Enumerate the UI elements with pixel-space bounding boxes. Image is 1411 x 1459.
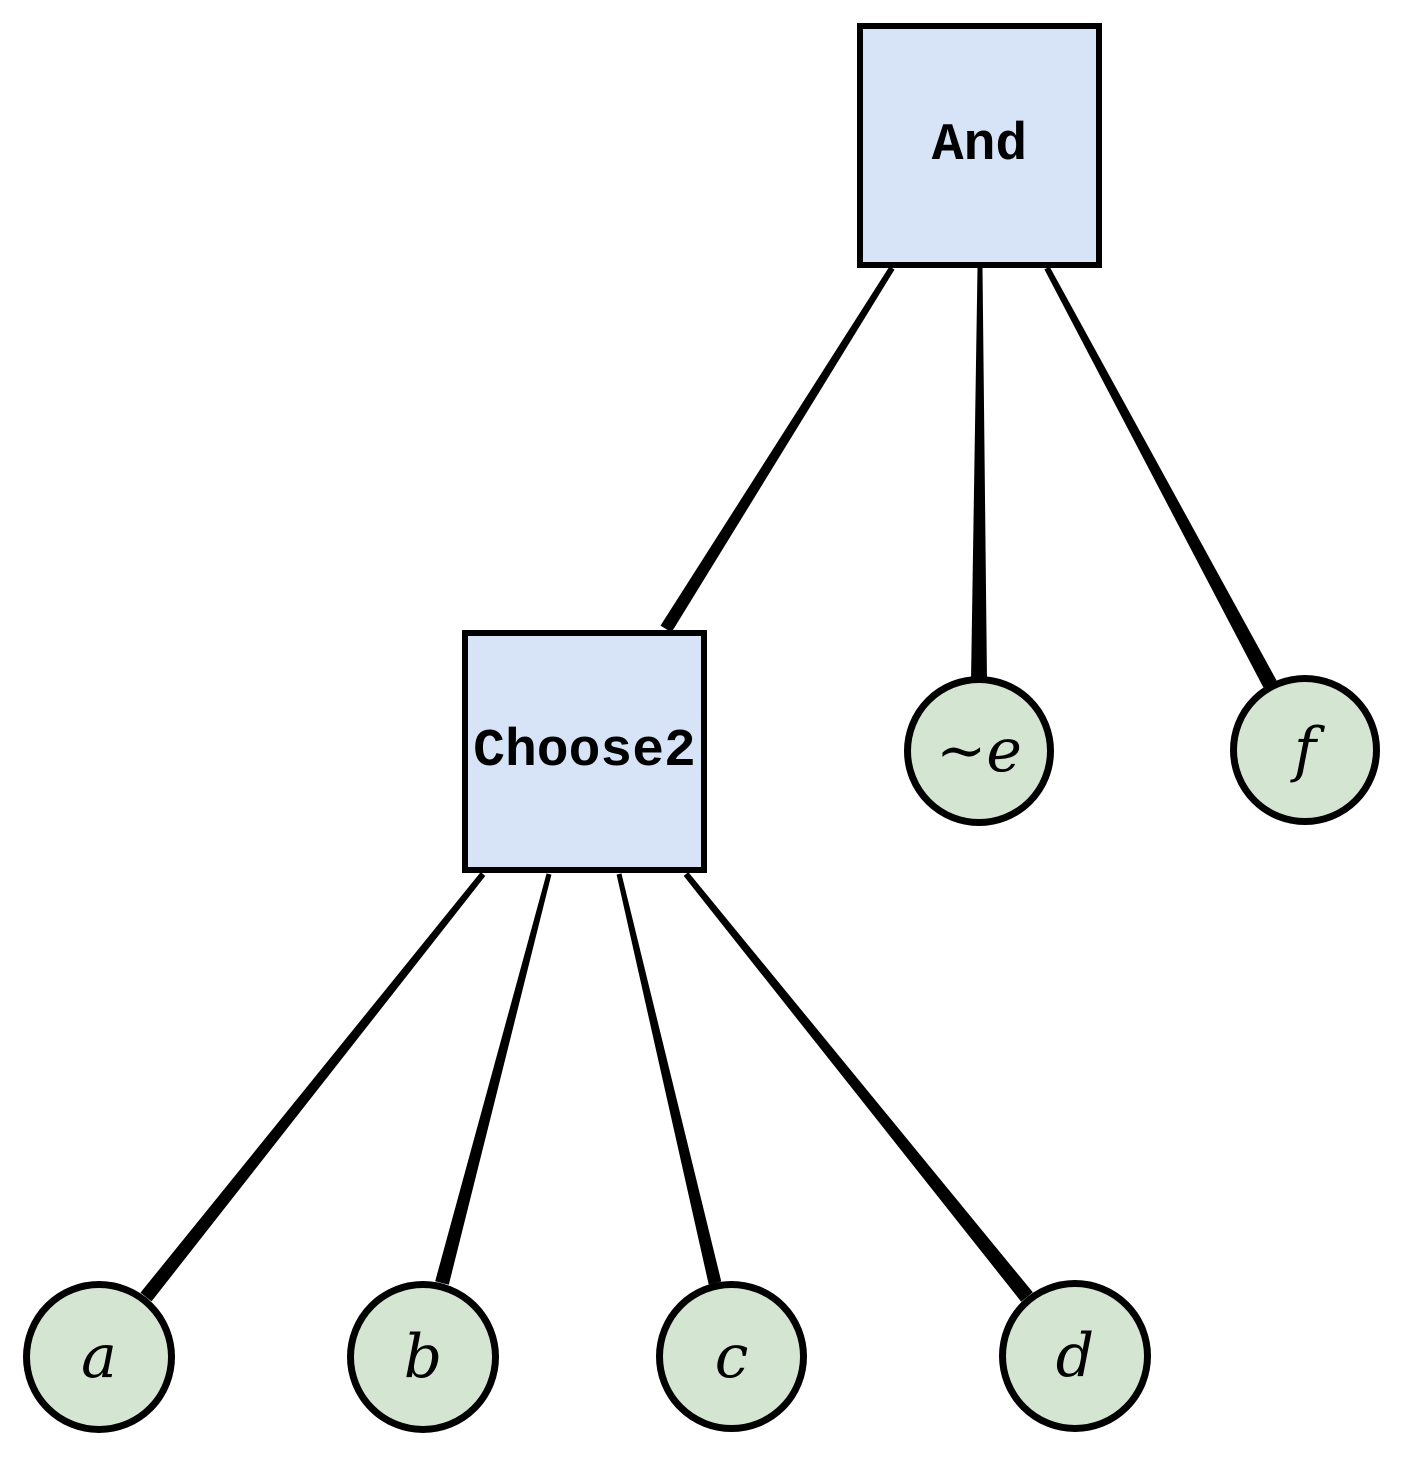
edge-choose2-b	[435, 873, 552, 1285]
leaf-b: b	[347, 1281, 499, 1433]
node-and: And	[857, 23, 1102, 268]
edge-and-not_e	[971, 268, 987, 681]
leaf-b-label: b	[403, 1322, 443, 1392]
edge-choose2-c	[616, 873, 722, 1285]
leaf-c: c	[656, 1281, 807, 1432]
leaf-a: a	[23, 1281, 175, 1433]
leaf-d: d	[999, 1280, 1151, 1432]
node-and-label: And	[931, 115, 1028, 175]
node-choose2-label: Choose2	[473, 721, 696, 781]
leaf-not-e-label: ∼e	[936, 716, 1022, 786]
edge-and-choose2	[660, 266, 895, 633]
leaf-a-label: a	[81, 1322, 117, 1392]
leaf-d-label: d	[1055, 1321, 1095, 1391]
leaf-c-label: c	[714, 1321, 749, 1392]
edge-choose2-a	[140, 872, 486, 1302]
leaf-f: f	[1230, 675, 1380, 825]
leaf-not-e: ∼e	[904, 676, 1054, 826]
leaf-f-label: f	[1293, 715, 1317, 785]
node-choose2: Choose2	[462, 630, 707, 873]
edge-and-f	[1044, 266, 1277, 688]
edge-choose2-d	[683, 872, 1033, 1302]
